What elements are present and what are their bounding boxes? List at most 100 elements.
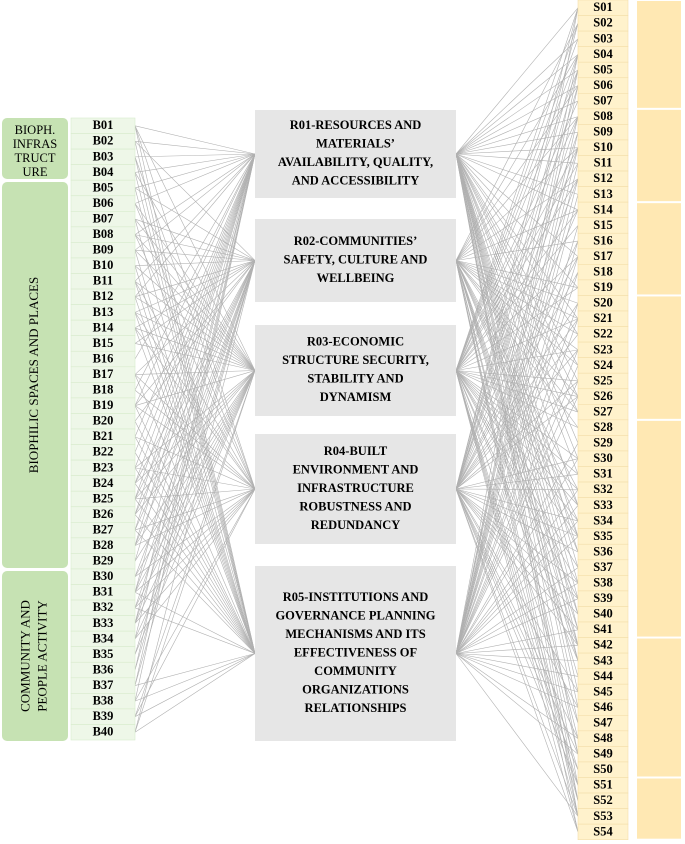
link-b-r [134,260,256,422]
s-code-label: S19 [593,280,612,294]
resilience-label-line: AVAILABILITY, QUALITY, [278,155,433,169]
link-b-r [134,389,256,490]
s-code-row: S50 [577,761,629,778]
link-b-r [134,203,256,490]
link-r-s [455,488,579,491]
link-b-r [134,153,256,453]
link-b-r [134,260,256,406]
s-code-label: S33 [593,498,612,512]
s-code-label: S27 [593,404,612,418]
link-b-r [134,405,256,490]
s-code-row: S29 [577,435,629,452]
s-code-cell [577,823,629,841]
b-group-label-line: COMMUNITY AND [17,600,32,712]
resilience-label-line: WELLBEING [317,271,395,285]
link-r-s [455,349,579,654]
s-code-row: S08 [577,108,629,125]
b-code-label: B40 [93,725,114,739]
link-b-r [134,653,256,702]
s-code-label: S30 [593,451,612,465]
link-r-s [455,131,579,155]
s-code-row: S54 [577,823,629,841]
b-code-label: B37 [93,678,114,692]
link-b-r [134,260,256,546]
link-r-s [455,153,579,568]
link-r-s [455,153,579,615]
b-group-label-line: PEOPLE ACTIVITY [34,600,49,712]
link-b-r [134,265,256,654]
s-code-row: S52 [577,792,629,809]
link-b-r [134,153,256,360]
s-group-box [637,420,681,637]
b-code-row: B34 [70,630,136,648]
b-code-row: B07 [70,211,136,228]
link-b-r [134,260,256,686]
link-b-r [134,125,256,155]
resilience-label-line: R05-INSTITUTIONS AND [283,590,429,604]
link-r-s [455,153,579,817]
s-code-row: S06 [577,77,629,94]
s-code-label: S32 [593,482,612,496]
link-r-s [455,153,579,630]
resilience-label-line: REDUNDANCY [311,518,401,532]
link-r-s [455,260,579,335]
link-r-s [455,653,579,708]
resilience-label-line: R02-COMMUNITIES’ [294,234,418,248]
link-r-s [455,153,579,195]
b-code-row: B03 [70,148,136,165]
b-group-box [2,118,68,179]
b-code-label: B12 [93,289,114,303]
s-group-3: SMARTGOVERNONCE [637,203,681,295]
link-b-r [134,436,256,654]
b-code-label: B22 [93,445,114,459]
link-r-s [455,396,579,490]
s-code-row: S16 [577,232,629,250]
s-code-row: S17 [577,248,629,265]
link-b-r [134,281,256,490]
s-code-row: S51 [577,777,629,794]
b-code-label: B14 [93,320,115,334]
s-code-label: S09 [593,125,612,139]
s-code-label: S07 [593,93,612,107]
s-code-label: S53 [593,809,612,823]
link-b-r [134,153,256,173]
link-b-r [134,483,256,654]
link-r-s [455,147,579,261]
s-code-row: S02 [577,15,629,32]
link-r-s [455,370,579,459]
s-code-label: S08 [593,109,612,123]
resilience-label-line: MECHANISMS AND ITS [285,627,425,641]
s-code-row: S38 [577,575,629,592]
resilience-label-line: RELATIONSHIPS [305,701,407,715]
b-code-row: B36 [70,661,136,679]
s-group-5: SMART LIVING [637,420,681,637]
resilience-label-line: R03-ECONOMIC [307,335,404,349]
b-group-box [2,571,68,741]
s-code-label: S28 [593,420,612,434]
b-code-row: B26 [70,506,136,523]
s-code-row: S48 [577,730,629,747]
b-code-row: B05 [70,179,136,197]
link-r-s [455,23,579,490]
link-r-s [455,488,579,537]
link-r-s [455,260,579,755]
b-code-row: B38 [70,693,136,710]
link-r-s [455,260,579,506]
s-code-label: S36 [593,544,612,558]
s-code-row: S36 [577,543,629,561]
link-r-s [455,153,579,801]
s-code-label: S43 [593,653,612,667]
s-code-label: S41 [593,622,612,636]
b-code-row: B02 [70,133,136,150]
link-r-s [455,380,579,490]
link-r-s [455,7,579,155]
s-code-label: S15 [593,218,612,232]
s-code-row: S41 [577,621,629,638]
b-code-label: B28 [93,538,114,552]
resilience-label-line: R04-BUILT [324,444,388,458]
resilience-box-r01: R01-RESOURCES ANDMATERIALS’AVAILABILITY,… [255,110,456,198]
b-code-row: B14 [70,319,136,336]
s-group-box [637,638,681,777]
